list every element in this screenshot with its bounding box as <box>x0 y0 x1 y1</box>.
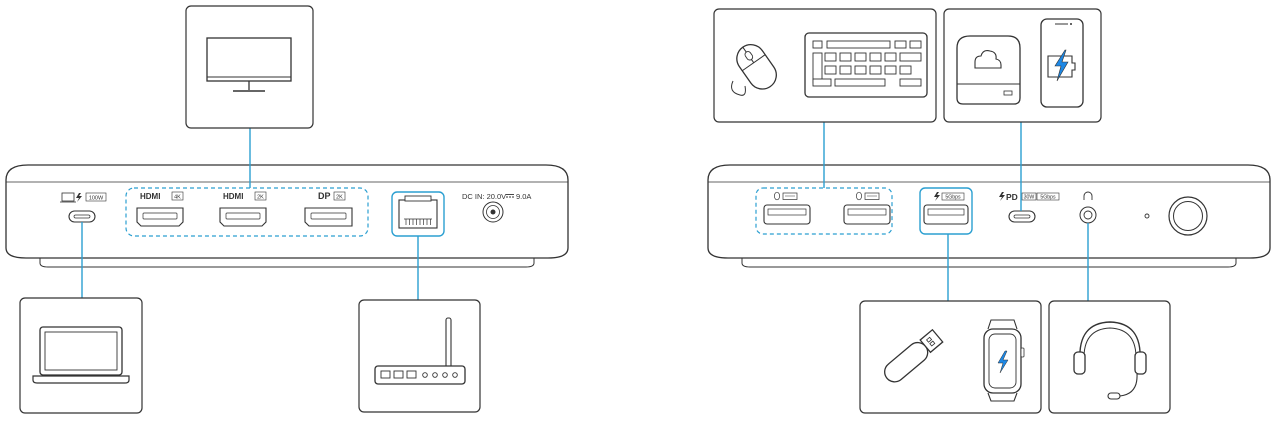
hdmi1-res: 4K <box>174 195 181 201</box>
front-dock: 100W HDMI 4K HDMI 2K DP 2K <box>5 164 569 268</box>
laptop-icon <box>32 326 130 384</box>
usb-c-port[interactable] <box>68 210 96 223</box>
external-drive-icon <box>956 35 1021 105</box>
headphone-small-icon <box>1083 191 1093 200</box>
storage-charging-box <box>943 8 1102 123</box>
dc-in-label: DC IN: 20.0V <box>462 192 506 201</box>
bolt-small-icon <box>934 192 940 201</box>
usba-speed-label: 5Gbps <box>945 195 961 201</box>
hdmi2-label: HDMI <box>223 192 243 201</box>
headset-icon <box>1073 321 1147 400</box>
rear-connectors <box>823 122 1089 301</box>
usb-flash-drive-icon <box>884 328 944 383</box>
headset-box <box>1048 300 1171 414</box>
mouse-keyboard-small-icon-2 <box>856 191 880 201</box>
hdmi-port-4k[interactable] <box>136 207 184 227</box>
hdmi2-res: 2K <box>257 195 264 201</box>
mouse-keyboard-small-icon <box>774 191 798 201</box>
laptop-power-icon <box>60 192 82 203</box>
usb-a-port-1[interactable] <box>763 204 811 225</box>
dp-res: 2K <box>336 195 343 201</box>
hid-ports-group <box>755 187 893 235</box>
usb-c-pd-port[interactable] <box>1008 210 1036 223</box>
hdmi-port-2k[interactable] <box>219 207 267 227</box>
monitor-icon <box>206 37 292 92</box>
keyboard-icon <box>804 32 928 98</box>
front-connectors <box>81 128 419 300</box>
router-device-box <box>358 299 481 413</box>
displayport-2k[interactable] <box>304 207 353 227</box>
dc-symbol-icon <box>506 194 514 198</box>
rear-dock: 5Gbps PD 30W 5Gbps <box>707 164 1271 268</box>
display-ports-group <box>125 187 369 237</box>
usb-a-port-3[interactable] <box>923 204 969 225</box>
dc-in-current: 9.0A <box>516 192 531 201</box>
ethernet-port[interactable] <box>398 195 438 229</box>
laptop-device-box <box>19 297 143 414</box>
power-button[interactable] <box>1168 196 1208 236</box>
smartphone-charging-icon <box>1040 18 1084 108</box>
input-devices-box <box>713 8 937 123</box>
hdmi1-label: HDMI <box>140 192 160 201</box>
pd-speed-label: 5Gbps <box>1040 195 1056 201</box>
usbc-power-label: 100W <box>89 196 104 202</box>
audio-jack[interactable] <box>1079 206 1097 224</box>
dp-label: DP <box>318 191 331 201</box>
pd-label: PD <box>1006 192 1018 202</box>
usb-watch-box <box>859 300 1042 414</box>
smartwatch-icon <box>983 319 1025 402</box>
pd-power-label: 30W <box>1024 195 1035 201</box>
mouse-icon <box>731 43 777 96</box>
usb-a-port-2[interactable] <box>843 204 891 225</box>
router-icon <box>374 317 466 385</box>
led-indicator <box>1144 213 1150 219</box>
monitor-device-box <box>185 5 314 129</box>
dc-in-jack[interactable] <box>482 201 504 223</box>
dock-body-front <box>5 164 569 259</box>
pd-bolt-icon <box>999 192 1005 201</box>
